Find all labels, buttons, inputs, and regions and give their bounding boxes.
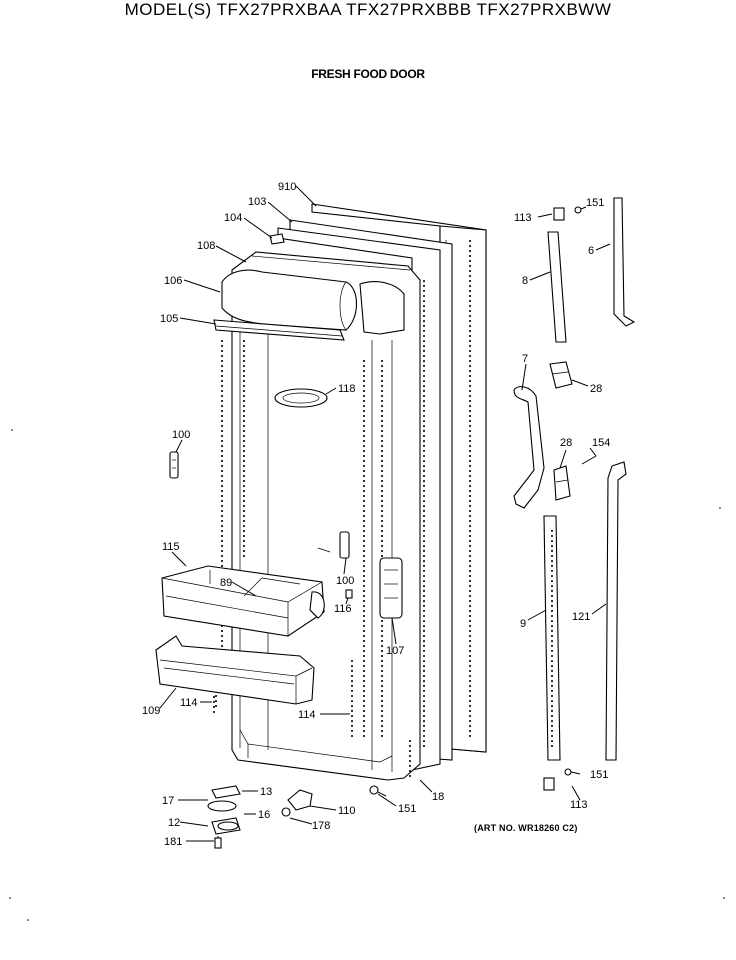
lower-hinge-kit xyxy=(207,785,241,849)
leader-lines xyxy=(159,185,611,842)
handle-bracket-lower xyxy=(553,455,597,501)
upper-handle-cap xyxy=(613,197,636,327)
callout-labels: 910 103 104 108 106 105 118 100 115 89 1… xyxy=(142,181,610,848)
callout-151-top: 151 xyxy=(586,197,604,209)
callout-6: 6 xyxy=(588,245,594,257)
handle-mount-top xyxy=(553,206,587,221)
callout-154: 154 xyxy=(592,437,610,449)
liner-shelf-supports xyxy=(215,280,425,750)
callout-7: 7 xyxy=(522,353,528,365)
callout-116: 116 xyxy=(334,603,352,615)
callout-151-bottom-center: 151 xyxy=(398,803,416,815)
upper-handle-trim xyxy=(547,231,567,343)
callout-107: 107 xyxy=(386,645,404,657)
dairy-door-trim xyxy=(213,319,345,341)
callout-28-lower: 28 xyxy=(560,437,572,449)
callout-8: 8 xyxy=(522,275,528,287)
handle-mount-bottom xyxy=(543,768,581,791)
callout-121: 121 xyxy=(572,611,590,623)
callout-106: 106 xyxy=(164,275,182,287)
screw-bottom xyxy=(369,785,387,797)
door-stop xyxy=(281,789,313,817)
callout-108: 108 xyxy=(197,240,215,252)
scan-dots xyxy=(9,429,725,921)
lower-handle-cap xyxy=(605,461,627,761)
callout-18: 18 xyxy=(432,791,444,803)
shelf-clip-left xyxy=(169,451,179,479)
callout-9: 9 xyxy=(520,618,526,630)
callout-109: 109 xyxy=(142,705,160,717)
callout-105: 105 xyxy=(160,313,178,325)
callout-115: 115 xyxy=(162,541,180,553)
shelf-clip-center xyxy=(317,531,353,599)
lower-handle-trim xyxy=(543,515,561,761)
callout-114-left: 114 xyxy=(180,697,198,709)
callout-113-top: 113 xyxy=(514,212,532,224)
page-title: MODEL(S) TFX27PRXBAA TFX27PRXBBB TFX27PR… xyxy=(124,0,612,19)
callout-16: 16 xyxy=(258,809,270,821)
callout-12: 12 xyxy=(168,817,180,829)
callout-100-left: 100 xyxy=(172,429,190,441)
callout-114-center: 114 xyxy=(298,709,316,721)
callout-17: 17 xyxy=(162,795,174,807)
callout-118: 118 xyxy=(338,383,356,395)
art-number: (ART NO. WR18260 C2) xyxy=(474,823,578,833)
door-bin-lower xyxy=(155,635,315,705)
callout-113-bottom: 113 xyxy=(570,799,588,811)
door-shelf-upper xyxy=(161,565,325,637)
diagram-subtitle: FRESH FOOD DOOR xyxy=(311,67,425,81)
callout-910: 910 xyxy=(278,181,296,193)
liner-retainer-strip xyxy=(213,660,353,740)
door-rack-retainer xyxy=(379,557,403,619)
callout-103: 103 xyxy=(248,196,266,208)
hinge-shim xyxy=(251,233,411,271)
callout-13: 13 xyxy=(260,786,272,798)
callout-178: 178 xyxy=(312,820,330,832)
callout-110: 110 xyxy=(338,805,356,817)
callout-100-center: 100 xyxy=(336,575,354,587)
grip-knob xyxy=(274,388,328,408)
door-handle xyxy=(513,386,545,509)
callout-104: 104 xyxy=(224,212,242,224)
callout-89: 89 xyxy=(220,577,232,589)
callout-28-upper: 28 xyxy=(590,383,602,395)
handle-bracket-upper xyxy=(549,361,573,389)
dairy-compartment xyxy=(221,269,405,335)
callout-181: 181 xyxy=(164,836,182,848)
callout-151-bottom-right: 151 xyxy=(590,769,608,781)
